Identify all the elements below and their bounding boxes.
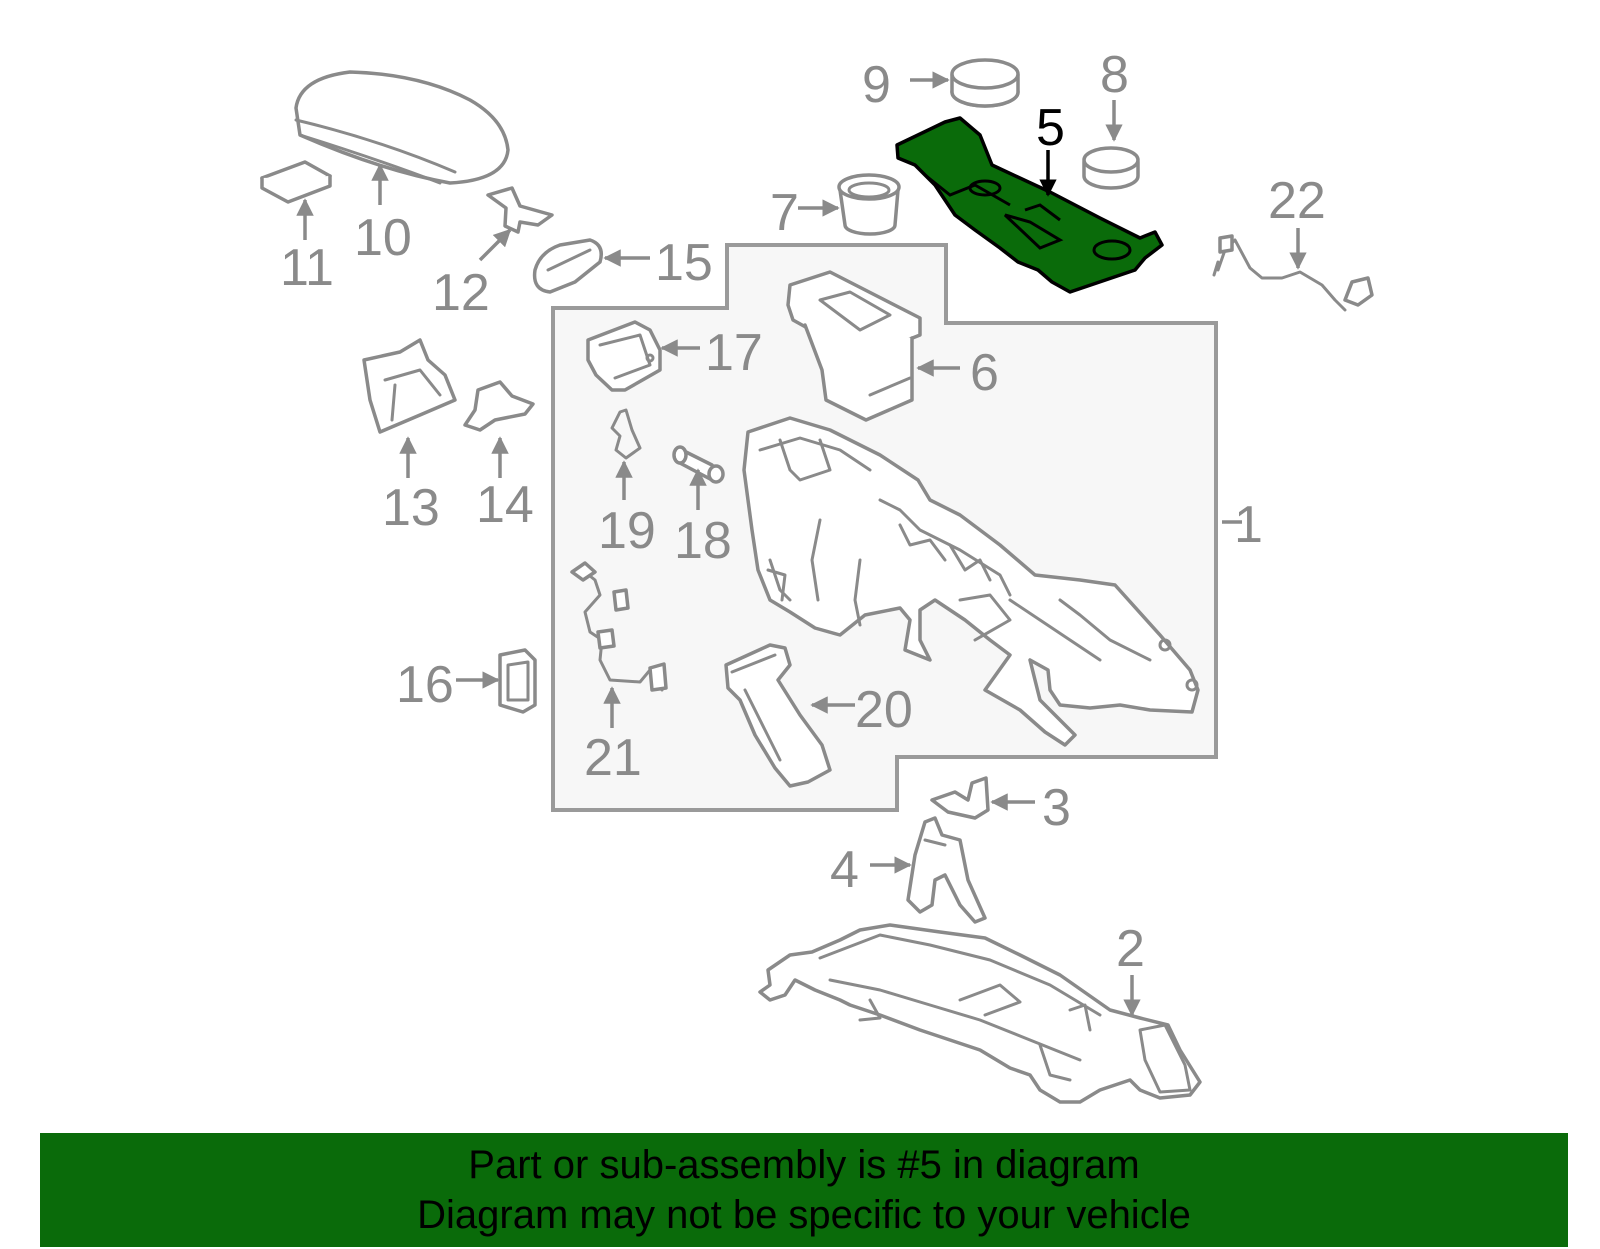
part-22-harness[interactable] — [1212, 234, 1374, 312]
info-banner: Part or sub-assembly is #5 in diagram Di… — [40, 1133, 1568, 1247]
part-13-bracket[interactable] — [362, 338, 457, 434]
banner-line-1: Part or sub-assembly is #5 in diagram — [468, 1143, 1140, 1187]
part-12-bracket[interactable] — [486, 186, 554, 234]
part-3-bracket[interactable] — [930, 776, 990, 820]
part-8-cup-ring[interactable] — [1082, 146, 1140, 190]
part-15-bezel[interactable] — [532, 238, 603, 294]
part-16-switch[interactable] — [498, 648, 537, 714]
callout-8: 8 — [1100, 46, 1129, 104]
callout-15: 15 — [655, 234, 713, 292]
part-6-storage-bin[interactable] — [786, 270, 922, 422]
part-20-duct[interactable] — [724, 643, 832, 788]
callout-3: 3 — [1042, 779, 1071, 837]
part-9-cup-ring[interactable] — [950, 58, 1020, 108]
part-21-wire[interactable] — [570, 561, 668, 692]
callout-16: 16 — [396, 656, 454, 714]
part-1-console-body[interactable] — [742, 416, 1200, 747]
callout-14: 14 — [476, 476, 534, 534]
part-19-clip[interactable] — [610, 408, 642, 460]
callout-5: 5 — [1036, 99, 1065, 157]
part-4-bracket[interactable] — [906, 816, 987, 924]
part-5-highlighted[interactable] — [895, 116, 1164, 294]
part-18-pin[interactable] — [672, 445, 725, 484]
part-2-lower-tray[interactable] — [758, 923, 1202, 1104]
callout-1: 1 — [1234, 496, 1263, 554]
part-7-cup[interactable] — [837, 173, 901, 236]
callout-9: 9 — [862, 56, 891, 114]
callout-18: 18 — [674, 512, 732, 570]
callout-20: 20 — [855, 681, 913, 739]
callout-2: 2 — [1116, 920, 1145, 978]
part-11-clip[interactable] — [260, 160, 332, 204]
callout-6: 6 — [970, 344, 999, 402]
part-10-armrest[interactable] — [294, 70, 510, 185]
callout-13: 13 — [382, 479, 440, 537]
callout-19: 19 — [598, 502, 656, 560]
callout-7: 7 — [770, 184, 799, 242]
callout-21: 21 — [584, 729, 642, 787]
callout-22: 22 — [1268, 172, 1326, 230]
banner-line-2: Diagram may not be specific to your vehi… — [417, 1193, 1191, 1237]
callout-10: 10 — [354, 209, 412, 267]
callout-17: 17 — [705, 324, 763, 382]
part-14-bracket[interactable] — [463, 380, 535, 432]
callout-12: 12 — [432, 264, 490, 322]
part-17-cover[interactable] — [586, 320, 662, 392]
callout-11: 11 — [280, 239, 334, 297]
callout-4: 4 — [830, 841, 859, 899]
